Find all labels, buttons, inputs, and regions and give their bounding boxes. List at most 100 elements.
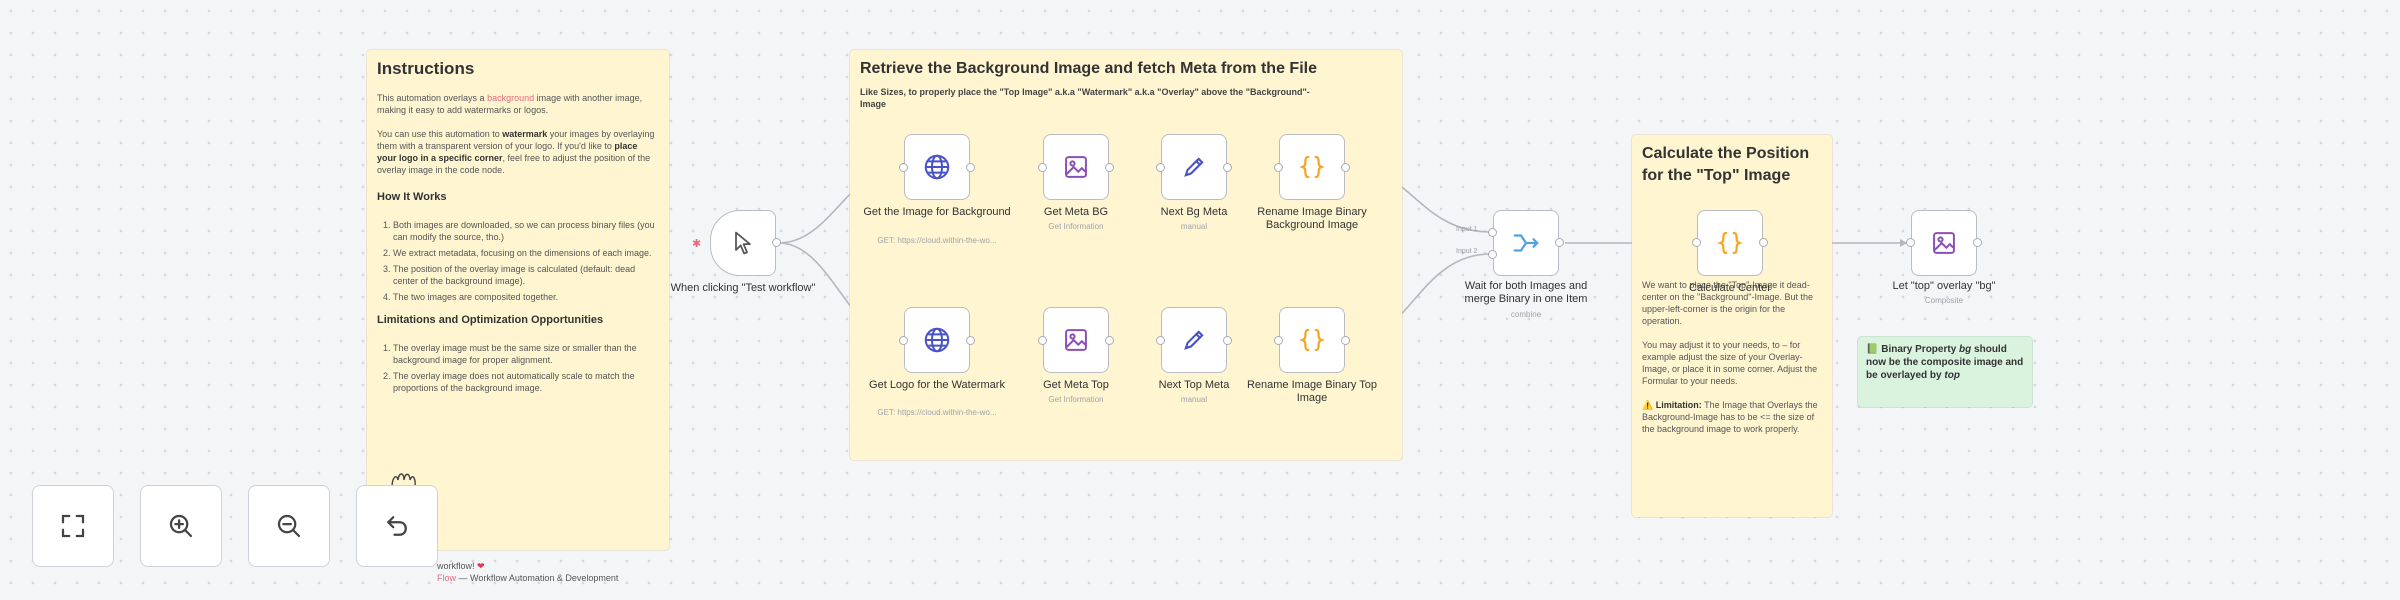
node-label: Rename Image Binary Background Image — [1257, 206, 1367, 231]
instructions-paragraph-1: This automation overlays a background im… — [377, 93, 643, 115]
output-port[interactable] — [1223, 163, 1232, 172]
list-item: The two images are composited together. — [393, 291, 659, 303]
code-braces-icon — [1299, 155, 1325, 179]
node-label: Wait for both Images and merge Binary in… — [1464, 280, 1588, 305]
fit-view-icon — [61, 514, 85, 538]
input-port[interactable] — [1038, 336, 1047, 345]
node-label: Next Top Meta — [1158, 379, 1230, 391]
limitations-list: The overlay image must be the same size … — [377, 342, 659, 394]
code-braces-icon — [1299, 328, 1325, 352]
output-port[interactable] — [1341, 336, 1350, 345]
undo-icon — [387, 516, 407, 536]
node-subtitle: manual — [1180, 222, 1208, 231]
input-port-2[interactable] — [1488, 250, 1497, 259]
zoom-out-icon — [277, 514, 301, 538]
output-port[interactable] — [1341, 163, 1350, 172]
list-item: The position of the overlay image is cal… — [393, 263, 659, 287]
output-port[interactable] — [1105, 336, 1114, 345]
instructions-sticky-note[interactable]: Instructions This automation overlays a … — [367, 50, 669, 583]
retrieve-subtitle: Like Sizes, to properly place the "Top I… — [860, 87, 1310, 109]
node-label: Get Logo for the Watermark — [869, 379, 1005, 391]
node-get-background-image[interactable] — [904, 134, 970, 200]
input-port[interactable] — [899, 336, 908, 345]
node-manual-trigger[interactable] — [710, 210, 776, 276]
limitations-heading: Limitations and Optimization Opportuniti… — [377, 314, 604, 326]
list-item: Both images are downloaded, so we can pr… — [393, 219, 659, 243]
input-port[interactable] — [1156, 163, 1165, 172]
input-port[interactable] — [1038, 163, 1047, 172]
calculate-position-sticky-note[interactable]: Calculate the Position for the "Top" Ima… — [1632, 135, 1832, 517]
pencil-icon — [1184, 157, 1204, 177]
node-label: Get Meta Top — [1043, 379, 1109, 391]
output-port[interactable] — [966, 163, 975, 172]
node-label: Next Bg Meta — [1160, 206, 1228, 218]
node-rename-binary-top[interactable] — [1279, 307, 1345, 373]
list-item: The overlay image does not automatically… — [393, 370, 659, 394]
list-item: We extract metadata, focusing on the dim… — [393, 247, 659, 259]
node-subtitle: GET: https://cloud.within-the-wo... — [877, 408, 997, 417]
calculate-limitation: ⚠️ Limitation: The Image that Overlays t… — [1642, 400, 1818, 434]
instructions-paragraph-2: You can use this automation to watermark… — [377, 129, 655, 175]
list-item: The overlay image must be the same size … — [393, 342, 659, 366]
output-port[interactable] — [966, 336, 975, 345]
node-label: Calculate Center — [1689, 282, 1771, 294]
input-port[interactable] — [1692, 238, 1701, 247]
retrieve-images-sticky-note[interactable]: Retrieve the Background Image and fetch … — [850, 50, 1402, 460]
node-next-top-meta[interactable] — [1161, 307, 1227, 373]
node-subtitle: GET: https://cloud.within-the-wo... — [877, 236, 997, 245]
instructions-title: Instructions — [377, 59, 475, 78]
node-get-logo-watermark[interactable] — [904, 307, 970, 373]
background-link[interactable]: background — [487, 93, 535, 103]
image-icon — [1065, 329, 1087, 351]
company-link[interactable]: Flow — [437, 573, 457, 583]
node-get-meta-top[interactable] — [1043, 307, 1109, 373]
output-port[interactable] — [772, 238, 781, 247]
image-icon — [1933, 232, 1955, 254]
output-port[interactable] — [1223, 336, 1232, 345]
input-1-label: Input 1 — [1456, 226, 1478, 233]
node-subtitle: Composite — [1924, 296, 1964, 305]
warning-icon: ⚠️ — [1642, 400, 1654, 410]
how-it-works-heading: How It Works — [377, 191, 447, 203]
input-port-1[interactable] — [1488, 228, 1497, 237]
reset-zoom-button[interactable] — [356, 485, 438, 567]
pencil-icon — [1184, 330, 1204, 350]
output-port[interactable] — [1555, 238, 1564, 247]
output-port[interactable] — [1973, 238, 1982, 247]
node-composite-overlay[interactable] — [1911, 210, 1977, 276]
retrieve-title: Retrieve the Background Image and fetch … — [860, 60, 1317, 77]
input-2-label: Input 2 — [1456, 248, 1478, 255]
node-label: Get the Image for Background — [863, 206, 1011, 218]
input-port[interactable] — [1906, 238, 1915, 247]
zoom-out-button[interactable] — [248, 485, 330, 567]
node-label: Rename Image Binary Top Image — [1246, 379, 1378, 404]
node-label: When clicking "Test workflow" — [670, 282, 816, 294]
fit-view-button[interactable] — [32, 485, 114, 567]
trigger-indicator-icon: ✱ — [692, 238, 702, 250]
composite-result-sticky-note[interactable]: 📗 Binary Property bg should now be the c… — [1858, 337, 2032, 407]
zoom-in-button[interactable] — [140, 485, 222, 567]
node-subtitle: Get Information — [1048, 222, 1104, 231]
input-port[interactable] — [899, 163, 908, 172]
calculate-title: Calculate the Position for the "Top" Ima… — [1642, 145, 1810, 184]
code-braces-icon — [1717, 231, 1743, 255]
instructions-footer: workflow! ❤ — [437, 561, 485, 571]
input-port[interactable] — [1274, 336, 1283, 345]
input-port[interactable] — [1274, 163, 1283, 172]
cursor-icon — [735, 231, 751, 255]
node-subtitle: combine — [1510, 310, 1542, 319]
node-merge-images[interactable] — [1493, 210, 1559, 276]
merge-icon — [1513, 234, 1539, 252]
node-next-bg-meta[interactable] — [1161, 134, 1227, 200]
output-port[interactable] — [1105, 163, 1114, 172]
how-it-works-list: Both images are downloaded, so we can pr… — [377, 219, 659, 303]
node-calculate-center[interactable] — [1697, 210, 1763, 276]
output-port[interactable] — [1759, 238, 1768, 247]
image-icon — [1065, 156, 1087, 178]
node-label: Get Meta BG — [1043, 206, 1109, 218]
input-port[interactable] — [1156, 336, 1165, 345]
node-get-meta-bg[interactable] — [1043, 134, 1109, 200]
node-rename-binary-background[interactable] — [1279, 134, 1345, 200]
globe-icon — [924, 154, 950, 180]
author-avatar-doodle — [389, 468, 419, 492]
